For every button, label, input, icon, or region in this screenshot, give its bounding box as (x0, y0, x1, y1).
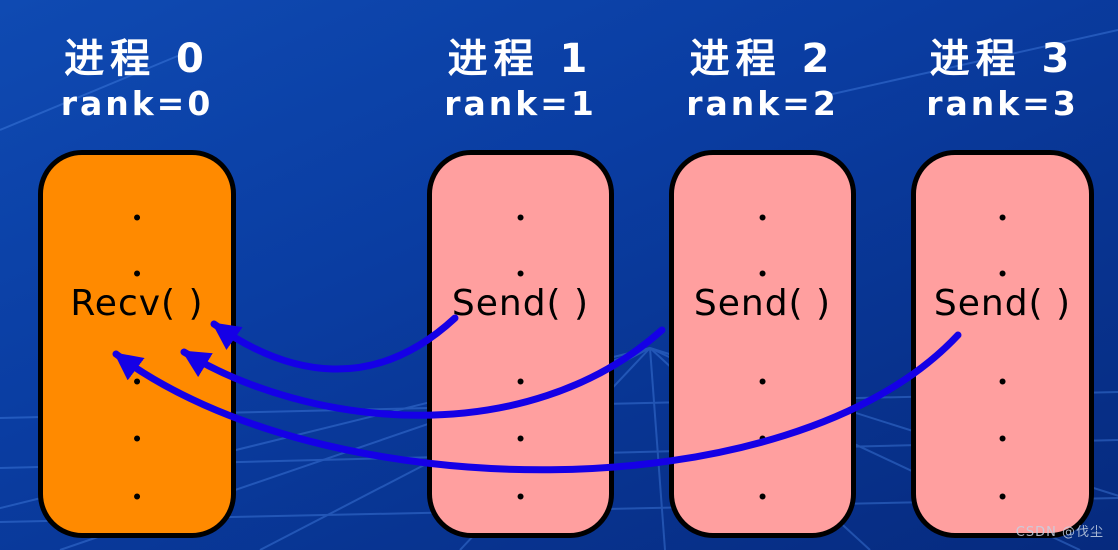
dot: • (997, 430, 1008, 450)
process-1-box: • • Send( ) • • • (427, 150, 614, 538)
process-0-title: 进程 0 (64, 36, 210, 82)
process-1: 进程 1 rank=1 • • Send( ) • • • (427, 0, 614, 550)
dot: • (757, 430, 768, 450)
process-2-rank: rank=2 (686, 84, 839, 123)
dot: • (131, 430, 143, 450)
process-2-title: 进程 2 (689, 36, 836, 82)
dot: • (757, 265, 768, 285)
process-1-title: 进程 1 (447, 36, 594, 82)
dot: • (997, 488, 1008, 508)
dot: • (131, 488, 143, 508)
dot: • (131, 265, 143, 285)
dot: • (515, 265, 526, 285)
dot: • (515, 488, 526, 508)
process-3-rank: rank=3 (926, 84, 1079, 123)
dot: • (757, 209, 768, 229)
dot: • (757, 488, 768, 508)
process-0-action-label: Recv( ) (70, 283, 204, 324)
process-2-box: • • Send( ) • • • (669, 150, 856, 538)
dot: • (131, 209, 143, 229)
dot: • (997, 265, 1008, 285)
process-0: 进程 0 rank=0 • • Recv( ) • • • (38, 0, 236, 550)
process-3-title: 进程 3 (929, 36, 1076, 82)
process-3: 进程 3 rank=3 • • Send( ) • • • (911, 0, 1094, 550)
dot: • (515, 209, 526, 229)
process-3-box: • • Send( ) • • • (911, 150, 1094, 538)
process-1-action-label: Send( ) (451, 283, 590, 324)
process-2: 进程 2 rank=2 • • Send( ) • • • (669, 0, 856, 550)
process-0-rank: rank=0 (60, 84, 214, 123)
process-1-rank: rank=1 (444, 84, 597, 123)
dot: • (515, 430, 526, 450)
process-3-action-label: Send( ) (933, 283, 1072, 324)
process-0-box: • • Recv( ) • • • (38, 150, 236, 538)
dot: • (757, 373, 768, 393)
dot: • (997, 209, 1008, 229)
dot: • (131, 373, 143, 393)
process-2-action-label: Send( ) (693, 283, 832, 324)
dot: • (515, 373, 526, 393)
dot: • (997, 373, 1008, 393)
watermark: CSDN @伐尘 (1015, 525, 1104, 540)
